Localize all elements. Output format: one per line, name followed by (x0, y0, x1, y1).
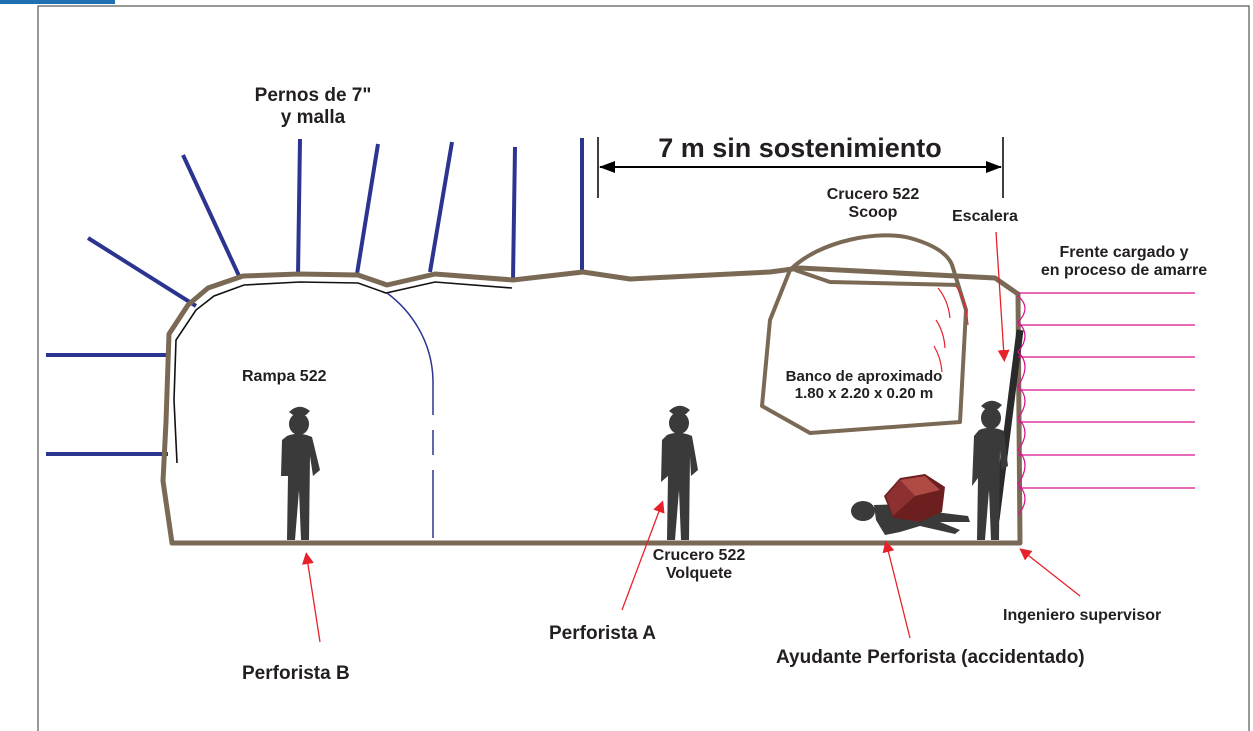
corner-tab (0, 0, 115, 4)
ramp-label: Rampa 522 (242, 368, 327, 385)
person-driller-b (281, 406, 320, 540)
mesh-line (173, 281, 513, 464)
bench-label-line1: Banco de aproximado (785, 368, 943, 385)
face-label: Frente cargado y en proceso de amarre (1018, 244, 1230, 281)
engineer-label: Ingeniero supervisor (1003, 607, 1162, 624)
scoop-label-line1: Crucero 522 (826, 186, 920, 203)
bolts-label: Pernos de 7" y malla (238, 85, 388, 129)
person-driller-a (661, 405, 698, 540)
face-charge (1017, 292, 1195, 516)
ladder-pointer (995, 231, 1010, 362)
truck-label: Crucero 522 Volquete (634, 547, 764, 584)
face-label-line2: en proceso de amarre (1040, 262, 1208, 280)
face-label-line1: Frente cargado y (1059, 244, 1189, 261)
truck-label-line2: Volquete (665, 565, 733, 583)
bolts-label-line1: Pernos de 7" (254, 85, 372, 106)
rock-bolts (46, 138, 584, 456)
span-label: 7 m sin sostenimiento (658, 133, 942, 163)
driller-b-label: Perforista B (242, 663, 350, 684)
rock-block (884, 474, 945, 522)
person-engineer (972, 400, 1008, 540)
bench-label-line2: 1.80 x 2.20 x 0.20 m (794, 385, 934, 403)
bolts-label-line2: y malla (280, 106, 346, 128)
span-dimension (597, 137, 1004, 198)
tunnel-outline (160, 265, 1023, 546)
ladder-label: Escalera (952, 208, 1018, 225)
scoop-label: Crucero 522 Scoop (808, 186, 938, 223)
truck-label-line1: Crucero 522 (652, 547, 746, 564)
frame-border (37, 5, 1250, 731)
ladder (992, 329, 1024, 521)
helper-label: Ayudante Perforista (accidentado) (776, 647, 1085, 668)
crack-marks (933, 285, 969, 373)
bench-label: Banco de aproximado 1.80 x 2.20 x 0.20 m (770, 368, 958, 403)
scoop-crosscut-outline (760, 233, 968, 435)
ramp-opening (386, 292, 434, 415)
scoop-label-line2: Scoop (848, 204, 898, 222)
pointer-arrows (301, 500, 1081, 643)
driller-a-label: Perforista A (549, 623, 656, 644)
